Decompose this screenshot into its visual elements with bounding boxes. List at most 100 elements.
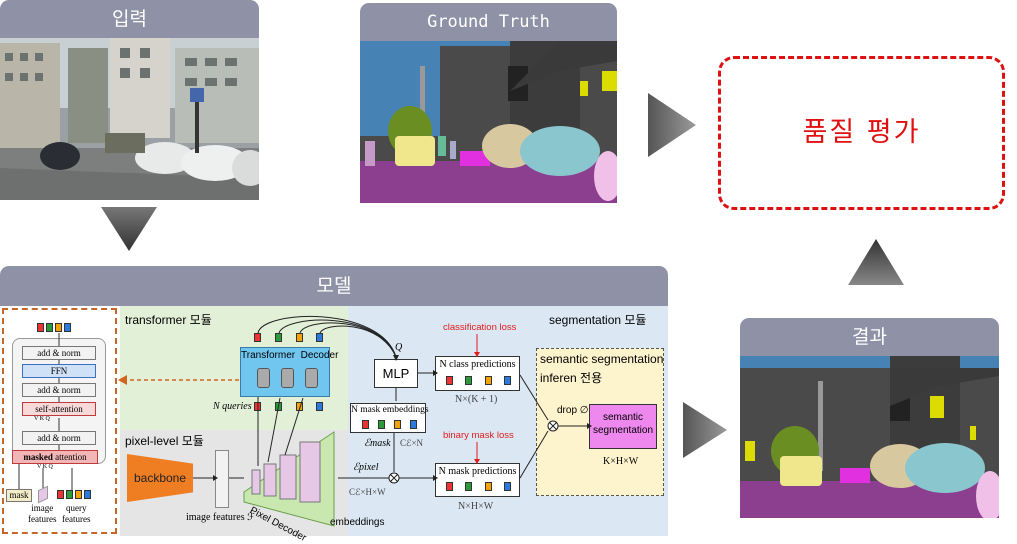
mask-pred-square-2 [465,482,472,491]
embeddings-label: embeddings [330,517,385,528]
transformer-decoder-box: Transformer Decoder [240,347,339,397]
mask-emb-square-3 [394,420,401,429]
self-attention-block: self-attention [22,402,96,416]
k-h-w-label: K×H×W [603,456,639,467]
quality-evaluation-label: 품질 평가 [802,117,921,148]
q-label: Q [395,342,403,353]
query-square-3 [75,490,82,499]
classification-loss-label: classification loss [443,322,517,333]
mask-label: mask [9,490,29,500]
query-square-2 [66,490,73,499]
image-features-label: image features ℱ [186,512,255,523]
mask-emb-square-2 [378,420,385,429]
image-features-text: image features [28,503,57,524]
model-panel-title: 모델 [316,275,352,297]
detail-callout-arrow [118,375,246,385]
vkq-bottom-label: V K Q [37,464,53,470]
add-norm-top-label: add & norm [37,348,81,358]
mlp-label: MLP [382,366,410,381]
semantic-box-line1: semantic [602,412,643,423]
arrow-to-quality [648,93,696,157]
add-norm-low-label: add & norm [37,433,81,443]
self-attention-label: self-attention [35,404,83,414]
decoder-top-square-1 [254,333,261,342]
input-panel-title: 입력 [112,8,147,30]
query-square-4 [84,490,91,499]
query-in-square-4 [316,402,323,411]
transformer-decoder-label: Transformer Decoder [241,350,339,361]
input-street-photo [0,38,259,200]
mask-pred-square-4 [504,482,511,491]
mask-embeddings-label: N mask embeddings [351,405,429,415]
mask-emb-square-4 [410,420,417,429]
result-panel-title: 결과 [852,326,887,348]
arrow-result-to-quality [848,239,904,285]
class-pred-square-3 [485,376,492,385]
query-square-1 [57,490,64,499]
semantic-segmentation-title: semantic segmentation [540,352,664,366]
c-h-w-label: Cℰ×H×W [349,487,386,497]
decoder-layer-2 [281,368,294,388]
quality-evaluation-box: 품질 평가 [718,56,1005,210]
c-e-n-label: Cℰ×N [400,438,424,448]
arrow-model-to-result [683,402,727,458]
decoder-out-square-4 [64,323,71,332]
decoder-layer-connectors [18,333,73,490]
mask-predictions-box: N mask predictions [435,463,520,497]
n-h-w-label: N×H×W [458,501,494,512]
decoder-top-square-4 [316,333,323,342]
ffn-label: FFN [50,366,68,376]
decoder-layer-3 [305,368,318,388]
inferen-label: inferen 전용 [540,371,603,385]
decoder-out-square-3 [55,323,62,332]
class-pred-square-2 [465,376,472,385]
e-pixel-label: ℰpixel [353,462,379,473]
input-panel-header: 입력 [0,0,259,38]
binary-mask-loss-label: binary mask loss [443,430,514,441]
decoder-top-square-2 [275,333,282,342]
backbone-box: backbone [127,454,193,502]
masked-attention-rest: attention [52,452,87,462]
decoder-out-square-1 [37,323,44,332]
ground-truth-segmentation-image [360,41,617,203]
ground-truth-title: Ground Truth [427,12,550,32]
class-predictions-label: N class predictions [439,359,516,370]
masked-attention-block: masked attention [12,450,98,464]
ground-truth-header: Ground Truth [360,3,617,41]
ffn-block: FFN [22,364,96,378]
result-segmentation-image [740,356,999,518]
drop-label: drop ∅ [557,405,589,416]
mask-pred-square-3 [485,482,492,491]
add-norm-mid: add & norm [22,383,96,397]
semantic-box-line2: segmentation [592,425,654,436]
arrow-input-to-model [101,207,157,251]
mask-predictions-label: N mask predictions [438,466,517,477]
add-norm-mid-label: add & norm [37,385,81,395]
class-pred-square-4 [504,376,511,385]
mask-embeddings-box: N mask embeddings [350,403,429,433]
backbone-label: backbone [133,471,187,485]
mask-emb-square-1 [362,420,369,429]
n-k1-label: N×(K + 1) [455,394,498,405]
query-features-text: query features [62,503,91,524]
add-norm-top: add & norm [22,346,96,360]
pixel-decoder-graphic [243,431,335,527]
pixel-level-module-label: pixel-level 모듈 [125,434,204,448]
masked-attention-bold: masked [23,452,53,462]
e-mask-label: ℰmask [364,438,391,449]
mask-label-box: mask [6,489,32,502]
mlp-box: MLP [374,359,418,388]
vkq-top-label: V K Q [34,416,50,422]
semantic-segmentation-output-box: semantic segmentation [589,404,657,449]
model-panel-header: 모델 [0,266,668,306]
mask-pred-square-1 [446,482,453,491]
segmentation-module-label: segmentation 모듈 [549,313,647,327]
decoder-out-square-2 [46,323,53,332]
class-pred-square-1 [446,376,453,385]
result-panel-header: 결과 [740,318,999,356]
class-predictions-box: N class predictions [435,356,520,391]
decoder-layer-1 [257,368,270,388]
add-norm-low: add & norm [22,431,96,445]
transformer-module-label: transformer 모듈 [125,313,212,327]
model-connectors [193,315,592,484]
